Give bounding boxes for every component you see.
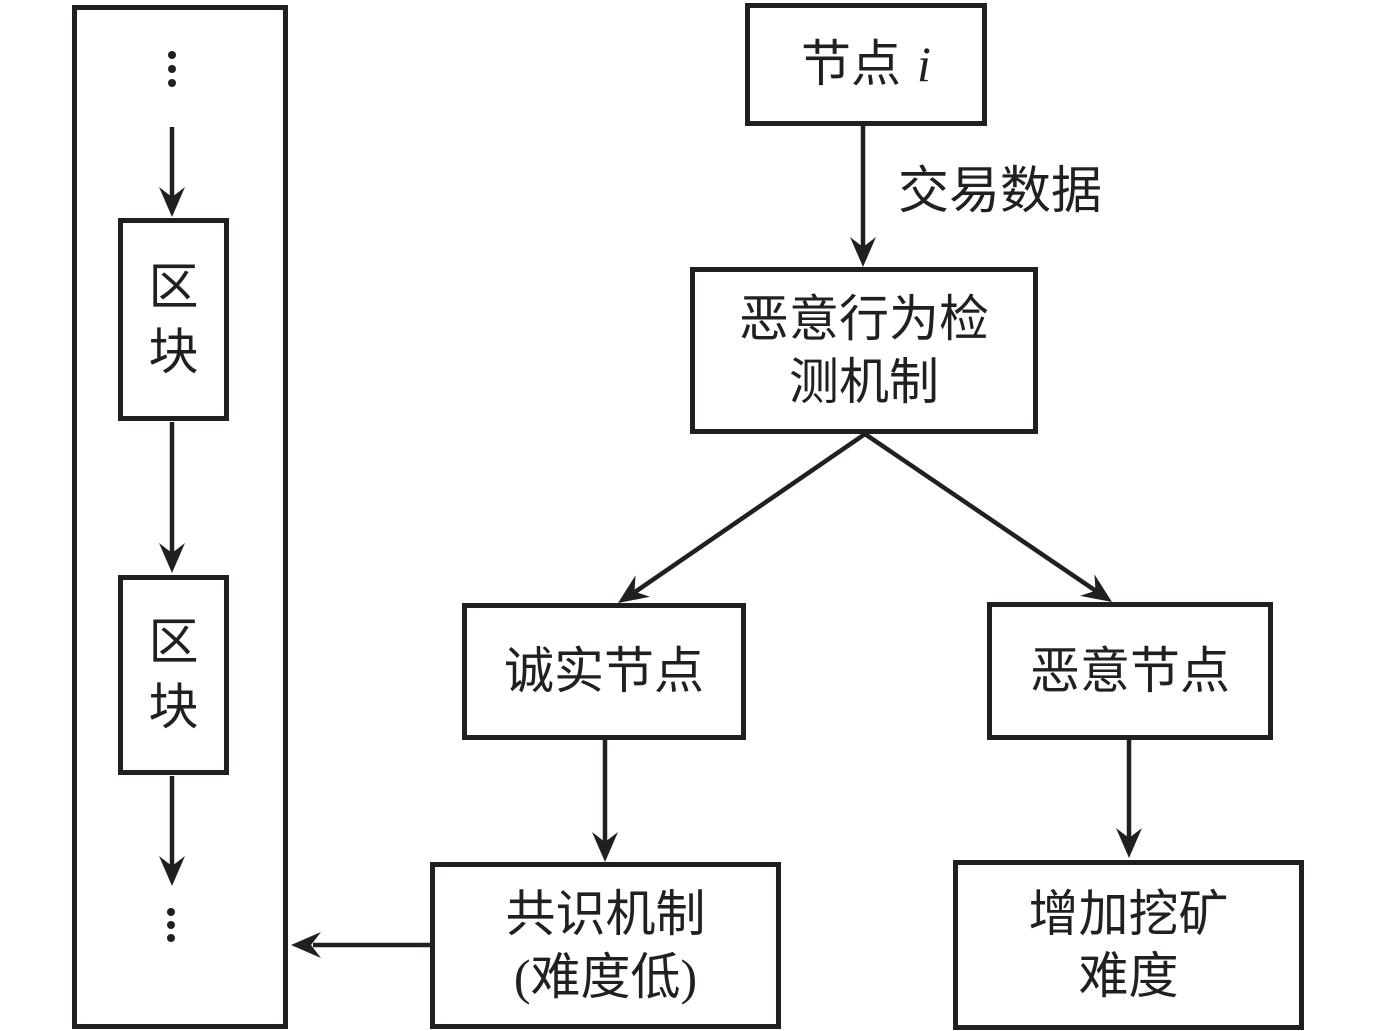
block-bottom-line2: 块 — [148, 679, 199, 735]
arrow-detection-to-honest — [618, 432, 867, 603]
detection-line1: 恶意行为检 — [739, 291, 989, 347]
arrow-detection-to-malicious — [863, 432, 1112, 602]
consensus-line1: 共识机制 — [505, 886, 706, 942]
node-i-variable: i — [917, 36, 931, 93]
detection-line2: 测机制 — [789, 353, 939, 410]
consensus-line2: (难度低) — [513, 948, 698, 1005]
node-i-box: 节点 i — [745, 3, 987, 126]
mining-line2: 难度 — [1078, 948, 1179, 1004]
block-top-line2: 块 — [148, 323, 199, 380]
detection-mechanism-box: 恶意行为检 测机制 — [690, 267, 1038, 434]
mining-line1: 增加挖矿 — [1028, 885, 1229, 942]
mining-difficulty-box: 增加挖矿 难度 — [953, 860, 1304, 1030]
blockchain-container — [72, 5, 288, 1029]
transaction-data-label: 交易数据 — [898, 164, 1103, 220]
malicious-node-box: 恶意节点 — [987, 602, 1273, 740]
consensus-mechanism-box: 共识机制 (难度低) — [430, 862, 781, 1029]
arrow-malicious-to-mining — [1116, 739, 1142, 858]
arrow-honest-to-consensus — [592, 739, 618, 862]
block-box-top: 区 块 — [118, 218, 229, 421]
block-bottom-line1: 区 — [148, 614, 199, 670]
block-top-line1: 区 — [148, 258, 199, 315]
block-box-bottom: 区 块 — [118, 575, 229, 775]
node-i-label: 节点 — [801, 36, 902, 93]
honest-node-label: 诚实节点 — [504, 643, 704, 700]
honest-node-box: 诚实节点 — [462, 603, 746, 740]
arrow-consensus-to-chain — [291, 932, 430, 958]
malicious-node-label: 恶意节点 — [1030, 642, 1230, 699]
arrow-node-to-detection — [850, 125, 876, 267]
